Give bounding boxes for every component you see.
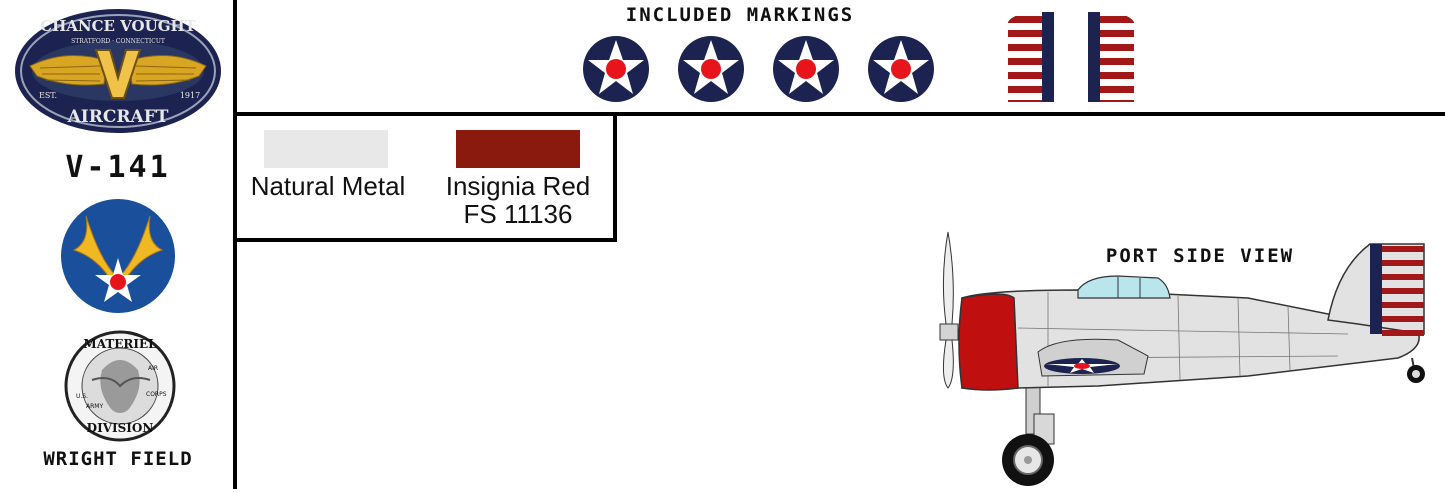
rudder-marking-right xyxy=(1086,12,1136,104)
chance-vought-top-text: CHANCE VOUGHT xyxy=(40,17,197,35)
sidebar-footer: WRIGHT FIELD xyxy=(43,448,193,470)
chance-vought-logo: CHANCE VOUGHT STRATFORD · CONNECTICUT ES… xyxy=(12,6,224,136)
materiel-left-text: U.S. xyxy=(76,393,88,400)
usaac-emblem-icon xyxy=(60,198,176,314)
model-name: V-141 xyxy=(65,150,171,185)
swatch-insignia-red-chip xyxy=(456,130,580,168)
header-divider xyxy=(233,112,1445,116)
swatch-box-bottom xyxy=(233,238,617,242)
swatch-insignia-red: Insignia Red FS 11136 xyxy=(440,130,596,228)
materiel-bottom-text: DIVISION xyxy=(87,421,154,435)
swatch-natural-metal: Natural Metal xyxy=(246,130,410,200)
chance-vought-est-text: EST. xyxy=(39,91,57,100)
materiel-division-emblem: MATERIEL DIVISION U.S. ARMY AIR CORPS xyxy=(62,330,178,442)
swatch-insignia-red-code: FS 11136 xyxy=(463,199,573,229)
roundel-marking xyxy=(772,35,840,103)
swatch-insignia-red-label: Insignia Red xyxy=(445,171,591,201)
markings-title: INCLUDED MARKINGS xyxy=(625,4,855,26)
rudder-marking-left xyxy=(1006,12,1056,104)
swatch-natural-metal-label: Natural Metal xyxy=(250,171,406,201)
chance-vought-year-text: 1917 xyxy=(180,91,200,100)
materiel-top-text: MATERIEL xyxy=(83,337,157,351)
roundel-marking xyxy=(867,35,935,103)
swatch-natural-metal-chip xyxy=(264,130,388,168)
materiel-corps-text: CORPS xyxy=(146,391,167,398)
port-side-view-label: PORT SIDE VIEW xyxy=(1105,245,1295,267)
chance-vought-bottom-text: AIRCRAFT xyxy=(67,107,169,127)
roundel-marking xyxy=(677,35,745,103)
chance-vought-sub-text: STRATFORD · CONNECTICUT xyxy=(71,38,165,45)
swatch-box-right xyxy=(613,112,617,242)
aircraft-port-side-drawing xyxy=(918,228,1430,488)
materiel-air-text: AIR xyxy=(148,365,158,372)
roundel-marking xyxy=(582,35,650,103)
vertical-divider xyxy=(233,0,237,489)
materiel-army-text: ARMY xyxy=(86,403,103,410)
